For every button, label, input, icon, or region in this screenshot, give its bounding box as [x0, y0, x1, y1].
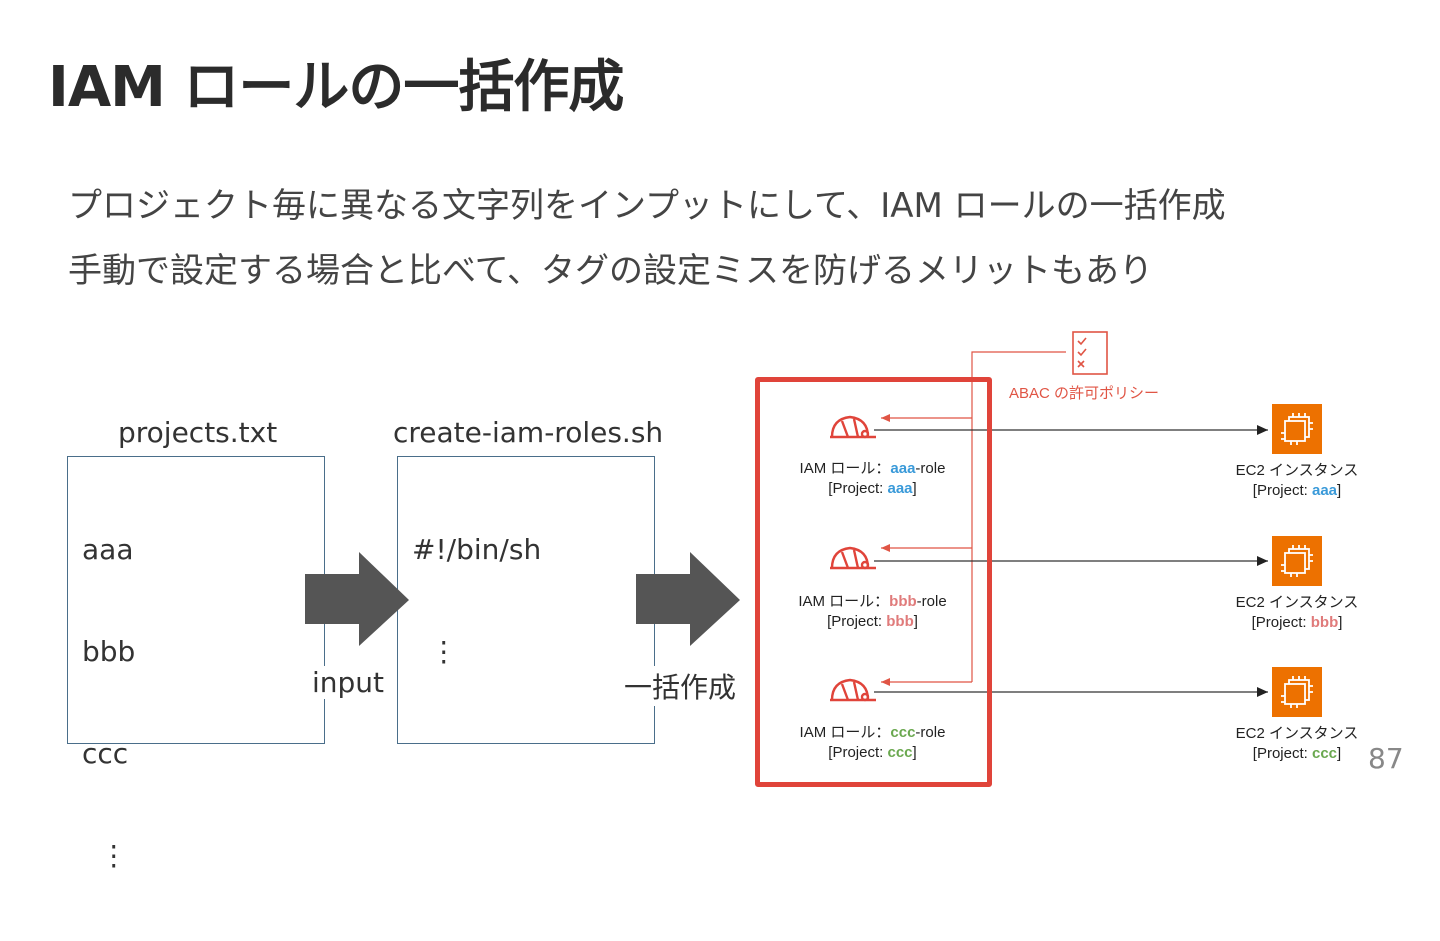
input-arrow-icon [305, 552, 409, 646]
subtitle-line-2: 手動で設定する場合と比べて、タグの設定ミスを防げるメリットもあり [68, 251, 1153, 291]
script-file-box: #!/bin/sh ⋮ [397, 456, 655, 744]
ec2-instance-icon [1272, 667, 1322, 721]
ec2-instance-icon [1272, 536, 1322, 590]
connector-lines [874, 351, 1268, 697]
create-arrow-label: 一括作成 [622, 666, 739, 706]
input-file-box: aaa bbb ccc ⋮ [67, 456, 325, 872]
input-file-line: ccc [82, 737, 129, 770]
checklist-icon [1072, 331, 1108, 375]
role-tag: aaa [887, 480, 913, 497]
script-file-name: create-iam-roles.sh [393, 416, 664, 449]
input-file-line: ⋮ [82, 839, 128, 872]
page-title: IAM ロールの一括作成 [48, 55, 624, 120]
input-file-name: projects.txt [118, 416, 278, 449]
policy-connector [881, 351, 1066, 686]
roles-highlight-frame [755, 377, 992, 787]
ec2-tag: bbb [1310, 614, 1339, 631]
role-label-bbb: IAM ロール：bbb-role [Project: bbb] [798, 593, 947, 630]
role-helmet-icon [828, 674, 878, 710]
ec2-label-ccc: EC2 インスタンス [Project: ccc] [1235, 725, 1359, 762]
role-name: aaa [890, 460, 916, 477]
ec2-instance-icon [1272, 404, 1322, 458]
role-label-aaa: IAM ロール：aaa-role [Project: aaa] [799, 460, 946, 497]
input-file-line: aaa [82, 533, 134, 566]
script-file-line: ⋮ [412, 635, 458, 668]
role-ec2-connector [874, 425, 1268, 697]
role-helmet-icon [828, 542, 878, 578]
role-name: ccc [890, 724, 916, 741]
page-number: 87 [1368, 742, 1404, 775]
input-file-line: bbb [82, 635, 136, 668]
ec2-label-bbb: EC2 インスタンス [Project: bbb] [1235, 594, 1359, 631]
role-tag: ccc [887, 744, 913, 761]
role-tag: bbb [886, 613, 914, 630]
ec2-tag: aaa [1311, 482, 1338, 499]
script-file-line: #!/bin/sh [412, 533, 542, 566]
role-helmet-icon [828, 411, 878, 447]
create-arrow-icon [636, 552, 740, 646]
role-name: bbb [889, 593, 917, 610]
subtitle-line-1: プロジェクト毎に異なる文字列をインプットにして、IAM ロールの一括作成 [68, 186, 1226, 226]
role-label-ccc: IAM ロール：ccc-role [Project: ccc] [799, 724, 946, 761]
ec2-label-aaa: EC2 インスタンス [Project: aaa] [1235, 462, 1359, 499]
policy-label: ABAC の許可ポリシー [1009, 385, 1160, 402]
input-arrow-label: input [310, 666, 387, 699]
ec2-tag: ccc [1311, 745, 1338, 762]
